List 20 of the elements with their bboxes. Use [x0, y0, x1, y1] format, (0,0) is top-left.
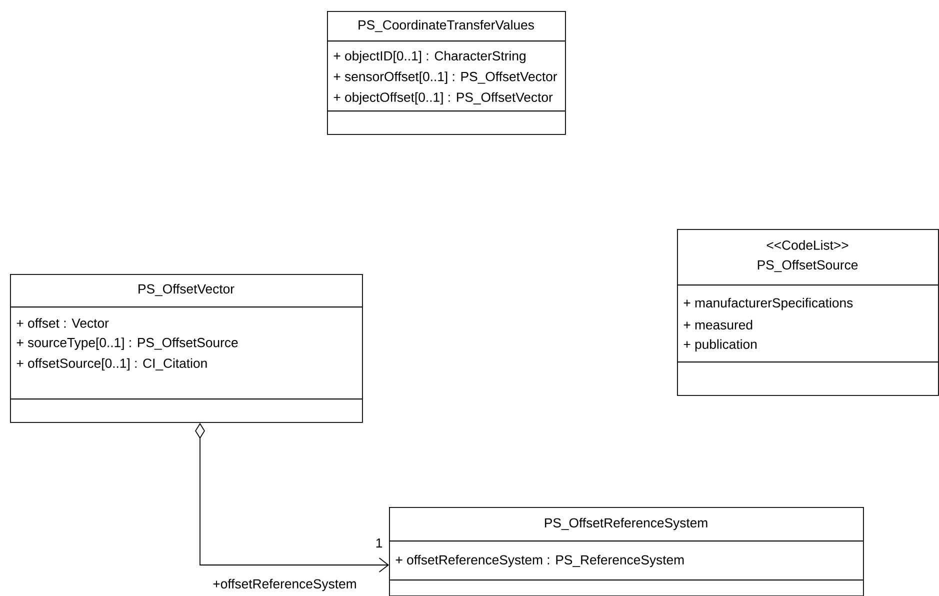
attribute-text: + sourceType[0..1] : PS_OffsetSource — [16, 338, 238, 350]
class-name: PS_OffsetReferenceSystem — [544, 518, 708, 530]
class-name: PS_OffsetVector — [138, 284, 234, 296]
class-box — [10, 274, 363, 423]
stereotype-text: <<CodeList>> — [766, 240, 848, 250]
class-name: PS_OffsetSource — [758, 260, 858, 272]
attribute-text: + offset : Vector — [16, 318, 109, 328]
attribute-text: + manufacturerSpecifications — [684, 298, 853, 310]
attribute-text: + offsetSource[0..1] : CI_Citation — [16, 358, 207, 371]
role-label: +offsetReferenceSystem — [213, 578, 356, 592]
class-name: PS_CoordinateTransferValues — [358, 20, 534, 32]
attribute-text: + sensorOffset[0..1] : PS_OffsetVector — [334, 72, 558, 84]
class-box — [388, 507, 864, 596]
attribute-text: + offsetReferenceSystem : PS_ReferenceSystem — [396, 554, 684, 568]
attribute-text: + objectOffset[0..1] : PS_OffsetVector — [334, 92, 553, 105]
attribute-text: + objectID[0..1] : CharacterString — [334, 50, 526, 64]
class-box — [676, 229, 939, 396]
attribute-text: + measured — [684, 320, 752, 330]
class-box — [326, 11, 566, 135]
attribute-text: + publication — [684, 339, 757, 352]
